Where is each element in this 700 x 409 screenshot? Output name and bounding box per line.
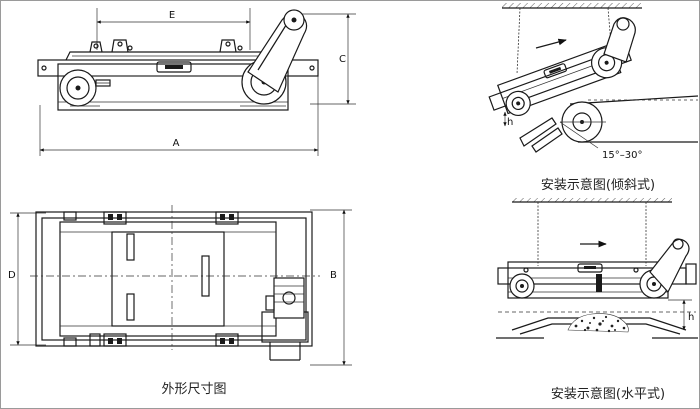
dimension-a <box>39 68 319 156</box>
horizontal-h-label: h <box>688 312 694 323</box>
dim-label-e: E <box>169 10 175 21</box>
top-view <box>10 205 352 366</box>
horizontal-installation: h <box>496 198 698 339</box>
dimension-b <box>310 209 352 366</box>
inclined-h-label: h <box>507 117 513 128</box>
dim-label-b: B <box>330 270 337 281</box>
angle-label: 15°–30° <box>602 150 642 161</box>
caption-outline: 外形尺寸图 <box>161 382 226 397</box>
side-view <box>37 8 356 156</box>
dimension-e <box>96 8 251 50</box>
dim-label-d: D <box>8 270 16 281</box>
dimension-c <box>300 13 356 105</box>
caption-inclined: 安装示意图(倾斜式) <box>541 177 655 193</box>
dim-label-a: A <box>173 138 180 149</box>
inclined-installation: h 15°–30° <box>488 3 699 161</box>
dim-label-c: C <box>339 54 346 65</box>
dimension-d <box>10 212 46 346</box>
caption-horizontal: 安装示意图(水平式) <box>551 386 665 402</box>
motor <box>261 277 309 361</box>
